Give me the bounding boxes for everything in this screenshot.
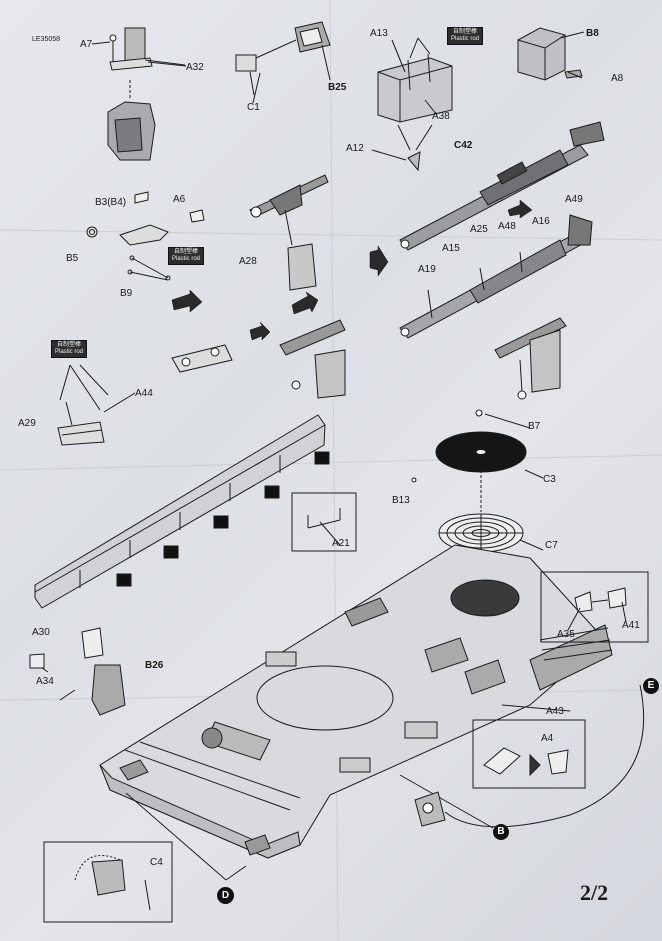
part-label: C42: [454, 140, 473, 151]
part-label: A4: [541, 733, 554, 744]
part-label: B8: [586, 28, 599, 39]
plastic-rod-tag: 自制塑棒 Plastic rod: [447, 27, 484, 45]
box-b8: [517, 27, 583, 81]
tag-cn-text: 自制塑棒: [453, 29, 478, 35]
part-label: B9: [120, 288, 133, 299]
tag-en-text: Plastic rod: [172, 256, 201, 262]
part-label: A25: [470, 224, 488, 235]
part-label: A48: [498, 221, 516, 232]
plastic-rod-tag: 自制塑棒 Plastic rod: [168, 247, 205, 265]
mount-bracket: [171, 319, 346, 399]
mg-tripod-a28: [249, 174, 329, 291]
part-label: A35: [557, 629, 575, 640]
hook-b26: [29, 627, 126, 716]
part-label: A29: [18, 418, 36, 429]
tag-cn-text: 自制塑棒: [174, 249, 199, 255]
mg-barrel-c42: [399, 121, 605, 251]
plastic-rod-tag: 自制塑棒 Plastic rod: [51, 340, 88, 358]
cupola-assembly: [91, 27, 186, 161]
detail-box-a4: [472, 719, 586, 789]
page-number: 2/2: [580, 880, 609, 905]
step-marker-e: E: [643, 678, 659, 694]
part-label: B26: [145, 660, 164, 671]
hull-deck: [99, 544, 613, 859]
part-label: C4: [150, 857, 163, 868]
part-label: A41: [622, 620, 640, 631]
part-label: A38: [432, 111, 450, 122]
part-label: C3: [543, 474, 556, 485]
part-label: A6: [173, 194, 186, 205]
mg-mount-parts: [86, 191, 205, 281]
part-label: A7: [80, 39, 93, 50]
part-label: A30: [32, 627, 50, 638]
detail-box-a35: [540, 571, 649, 643]
part-label: A13: [370, 28, 388, 39]
part-label: C7: [545, 540, 558, 551]
part-label: A12: [346, 143, 364, 154]
part-label: B13: [392, 495, 410, 506]
step-marker-d: D: [217, 887, 234, 904]
part-label: A43: [546, 706, 564, 717]
fender-rail: [34, 414, 326, 609]
part-label: B7: [528, 421, 541, 432]
part-label: A32: [186, 62, 204, 73]
part-label: B3(B4): [95, 197, 127, 208]
periscope-b25: [235, 21, 331, 96]
part-label: C1: [247, 102, 260, 113]
part-label: A34: [36, 676, 54, 687]
kit-code: LE35058: [32, 36, 61, 43]
part-label: A28: [239, 256, 257, 267]
part-label: A44: [135, 388, 153, 399]
part-label: A49: [565, 194, 583, 205]
tag-en-text: Plastic rod: [55, 349, 84, 355]
tag-cn-text: 自制塑棒: [57, 342, 82, 348]
tag-en-text: Plastic rod: [451, 36, 480, 42]
detail-box-c4: [43, 841, 173, 923]
frame-a29: [57, 364, 109, 446]
part-label: A16: [532, 216, 550, 227]
detail-box-a21: [291, 492, 357, 552]
ammo-box-a13: [371, 37, 453, 172]
fender-clip-markers: [116, 451, 330, 587]
part-label: B25: [328, 82, 347, 93]
mg-mount-assembled: [494, 317, 567, 400]
assembly-arrows: [171, 199, 533, 341]
part-label: A19: [418, 264, 436, 275]
part-label: A21: [332, 538, 350, 549]
step-marker-b: B: [493, 824, 509, 840]
part-label: B5: [66, 253, 79, 264]
part-label: A15: [442, 243, 460, 254]
part-label: A8: [611, 73, 624, 84]
mg-assembly-a49: [399, 214, 593, 339]
